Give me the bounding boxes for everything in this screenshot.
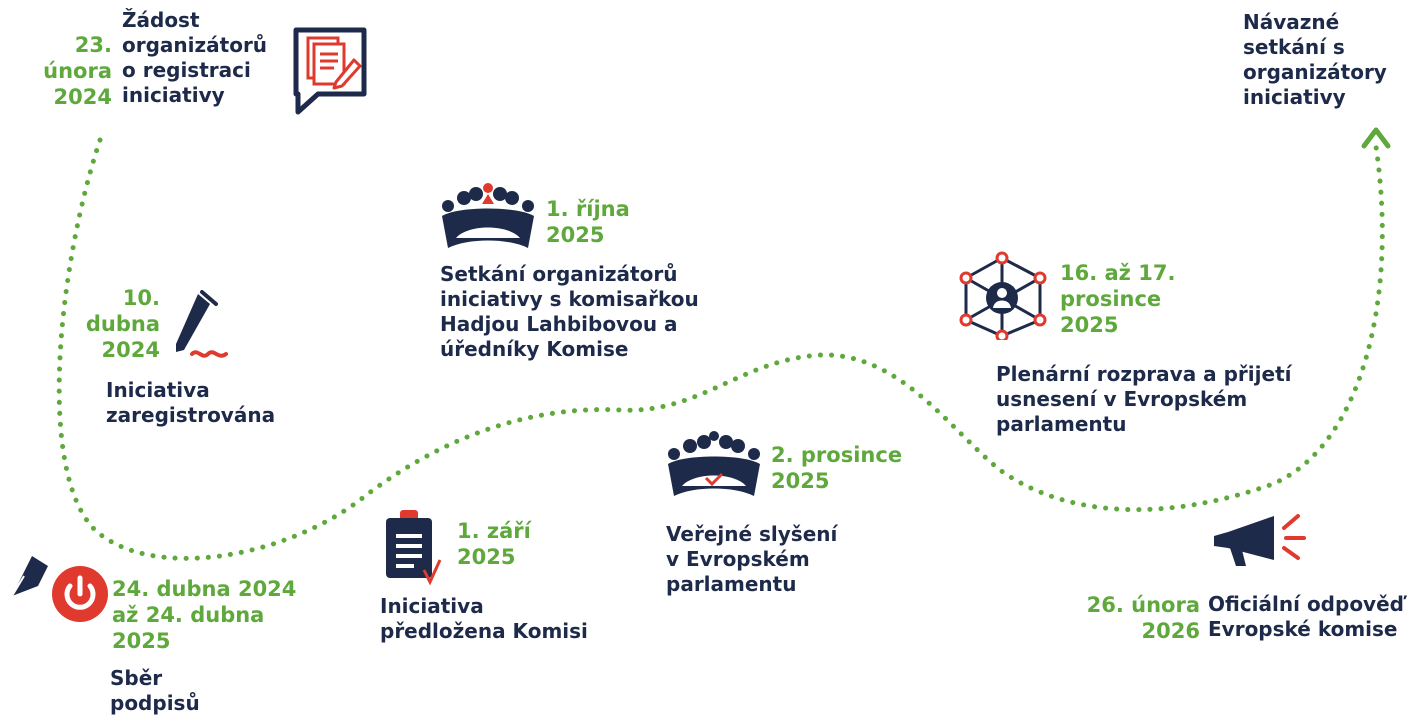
event-date-hearing: 2. prosince 2025 (771, 443, 903, 493)
event-text-hearing: Veřejné slyšení v Evropském parlamentu (666, 522, 838, 596)
event-text-request: Žádost organizátorů o registraci iniciat… (122, 8, 268, 107)
event-date-request: 23. února 2024 (43, 33, 112, 109)
fountain-pen-power-icon (11, 556, 108, 622)
clipboard-check-icon (386, 510, 442, 586)
event-text-submitted: Iniciativa předložena Komisi (380, 594, 588, 643)
megaphone-icon (1214, 514, 1306, 566)
event-date-collection: 24. dubna 2024 až 24. dubna 2025 (112, 577, 297, 653)
event-text-registered: Iniciativa zaregistrována (106, 378, 276, 427)
dotted-route (56, 137, 1385, 561)
event-text-followup: Návazné setkání s organizátory iniciativ… (1243, 10, 1387, 109)
document-pen-speech-bubble-icon (293, 27, 367, 115)
hearing-table-icon (668, 431, 760, 496)
event-text-plenary: Plenární rozprava a přijetí usnesení v E… (996, 362, 1292, 436)
pen-signature-icon (176, 290, 228, 358)
event-date-response: 26. února 2026 (1086, 593, 1200, 643)
meeting-table-icon (442, 183, 534, 248)
event-text-meeting: Setkání organizátorů iniciativy s komisa… (440, 262, 699, 361)
arrowhead (1361, 127, 1391, 149)
event-date-submitted: 1. září 2025 (457, 519, 531, 569)
event-text-collection: Sběr podpisů (110, 666, 200, 715)
event-date-meeting: 1. října 2025 (546, 197, 630, 247)
event-date-plenary: 16. až 17. prosince 2025 (1060, 261, 1176, 337)
network-person-icon (959, 251, 1047, 340)
event-date-registered: 10. dubna 2024 (85, 286, 160, 362)
event-text-response: Oficiální odpověď Evropské komise (1208, 592, 1404, 641)
